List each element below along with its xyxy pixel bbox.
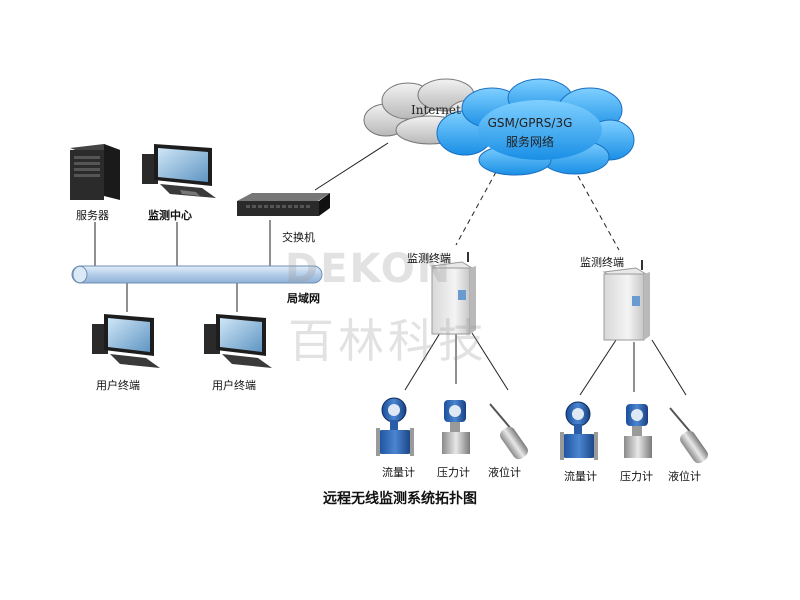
gsm-cloud xyxy=(436,78,635,176)
monitor-center-label: 监测中心 xyxy=(148,209,192,222)
switch-label: 交换机 xyxy=(282,231,315,244)
t2-to-level-line xyxy=(651,339,687,396)
gsm-service-label: 服务网络 xyxy=(505,135,554,149)
t1-to-level-line xyxy=(471,332,509,391)
level-gauge-label-right: 液位计 xyxy=(668,470,701,483)
pressure-gauge-icon xyxy=(624,404,652,458)
gsm-network-label: GSM/GPRS/3G xyxy=(487,116,573,130)
monitor-terminal-label-2: 监测终端 xyxy=(580,256,624,269)
lan-bus xyxy=(71,265,323,284)
flow-meter-label-left: 流量计 xyxy=(382,466,415,479)
pressure-gauge-icon xyxy=(442,400,470,454)
connection-lines xyxy=(94,142,687,396)
switch-icon xyxy=(237,193,330,216)
monitor-terminal-cabinet-icon xyxy=(602,260,650,341)
user-terminal-label-2: 用户终端 xyxy=(212,379,256,392)
gsm-to-terminal2-dashed xyxy=(577,175,620,251)
server-label: 服务器 xyxy=(76,209,109,222)
level-gauge-icon xyxy=(669,407,708,464)
user-pc-icon xyxy=(204,314,272,368)
diagram-caption: 远程无线监测系统拓扑图 xyxy=(323,491,477,507)
lan-label: 局域网 xyxy=(287,292,320,305)
monitor-terminal-cabinet-icon xyxy=(430,252,476,335)
level-gauge-label-left: 液位计 xyxy=(488,466,521,479)
user-terminal-label-1: 用户终端 xyxy=(96,379,140,392)
monitor-terminal-label-1: 监测终端 xyxy=(407,252,451,265)
flow-meter-icon xyxy=(376,397,414,456)
level-gauge-icon xyxy=(489,403,528,460)
monitor-center-pc-icon xyxy=(142,144,216,198)
internet-label: Internet xyxy=(411,103,461,117)
gsm-to-terminal1-dashed xyxy=(455,171,497,246)
t2-to-flow-line xyxy=(579,339,617,396)
watermark-text: 百林科技 xyxy=(288,314,488,368)
user-pc-icon xyxy=(92,314,160,368)
pressure-gauge-label-left: 压力计 xyxy=(437,466,470,479)
t1-to-flow-line xyxy=(404,332,441,391)
pressure-gauge-label-right: 压力计 xyxy=(620,470,653,483)
flow-meter-label-right: 流量计 xyxy=(564,470,597,483)
watermark-logo: DEKON xyxy=(285,246,453,292)
flow-meter-icon xyxy=(560,401,598,460)
switch-to-internet-line xyxy=(314,142,389,191)
server-icon xyxy=(70,144,120,200)
